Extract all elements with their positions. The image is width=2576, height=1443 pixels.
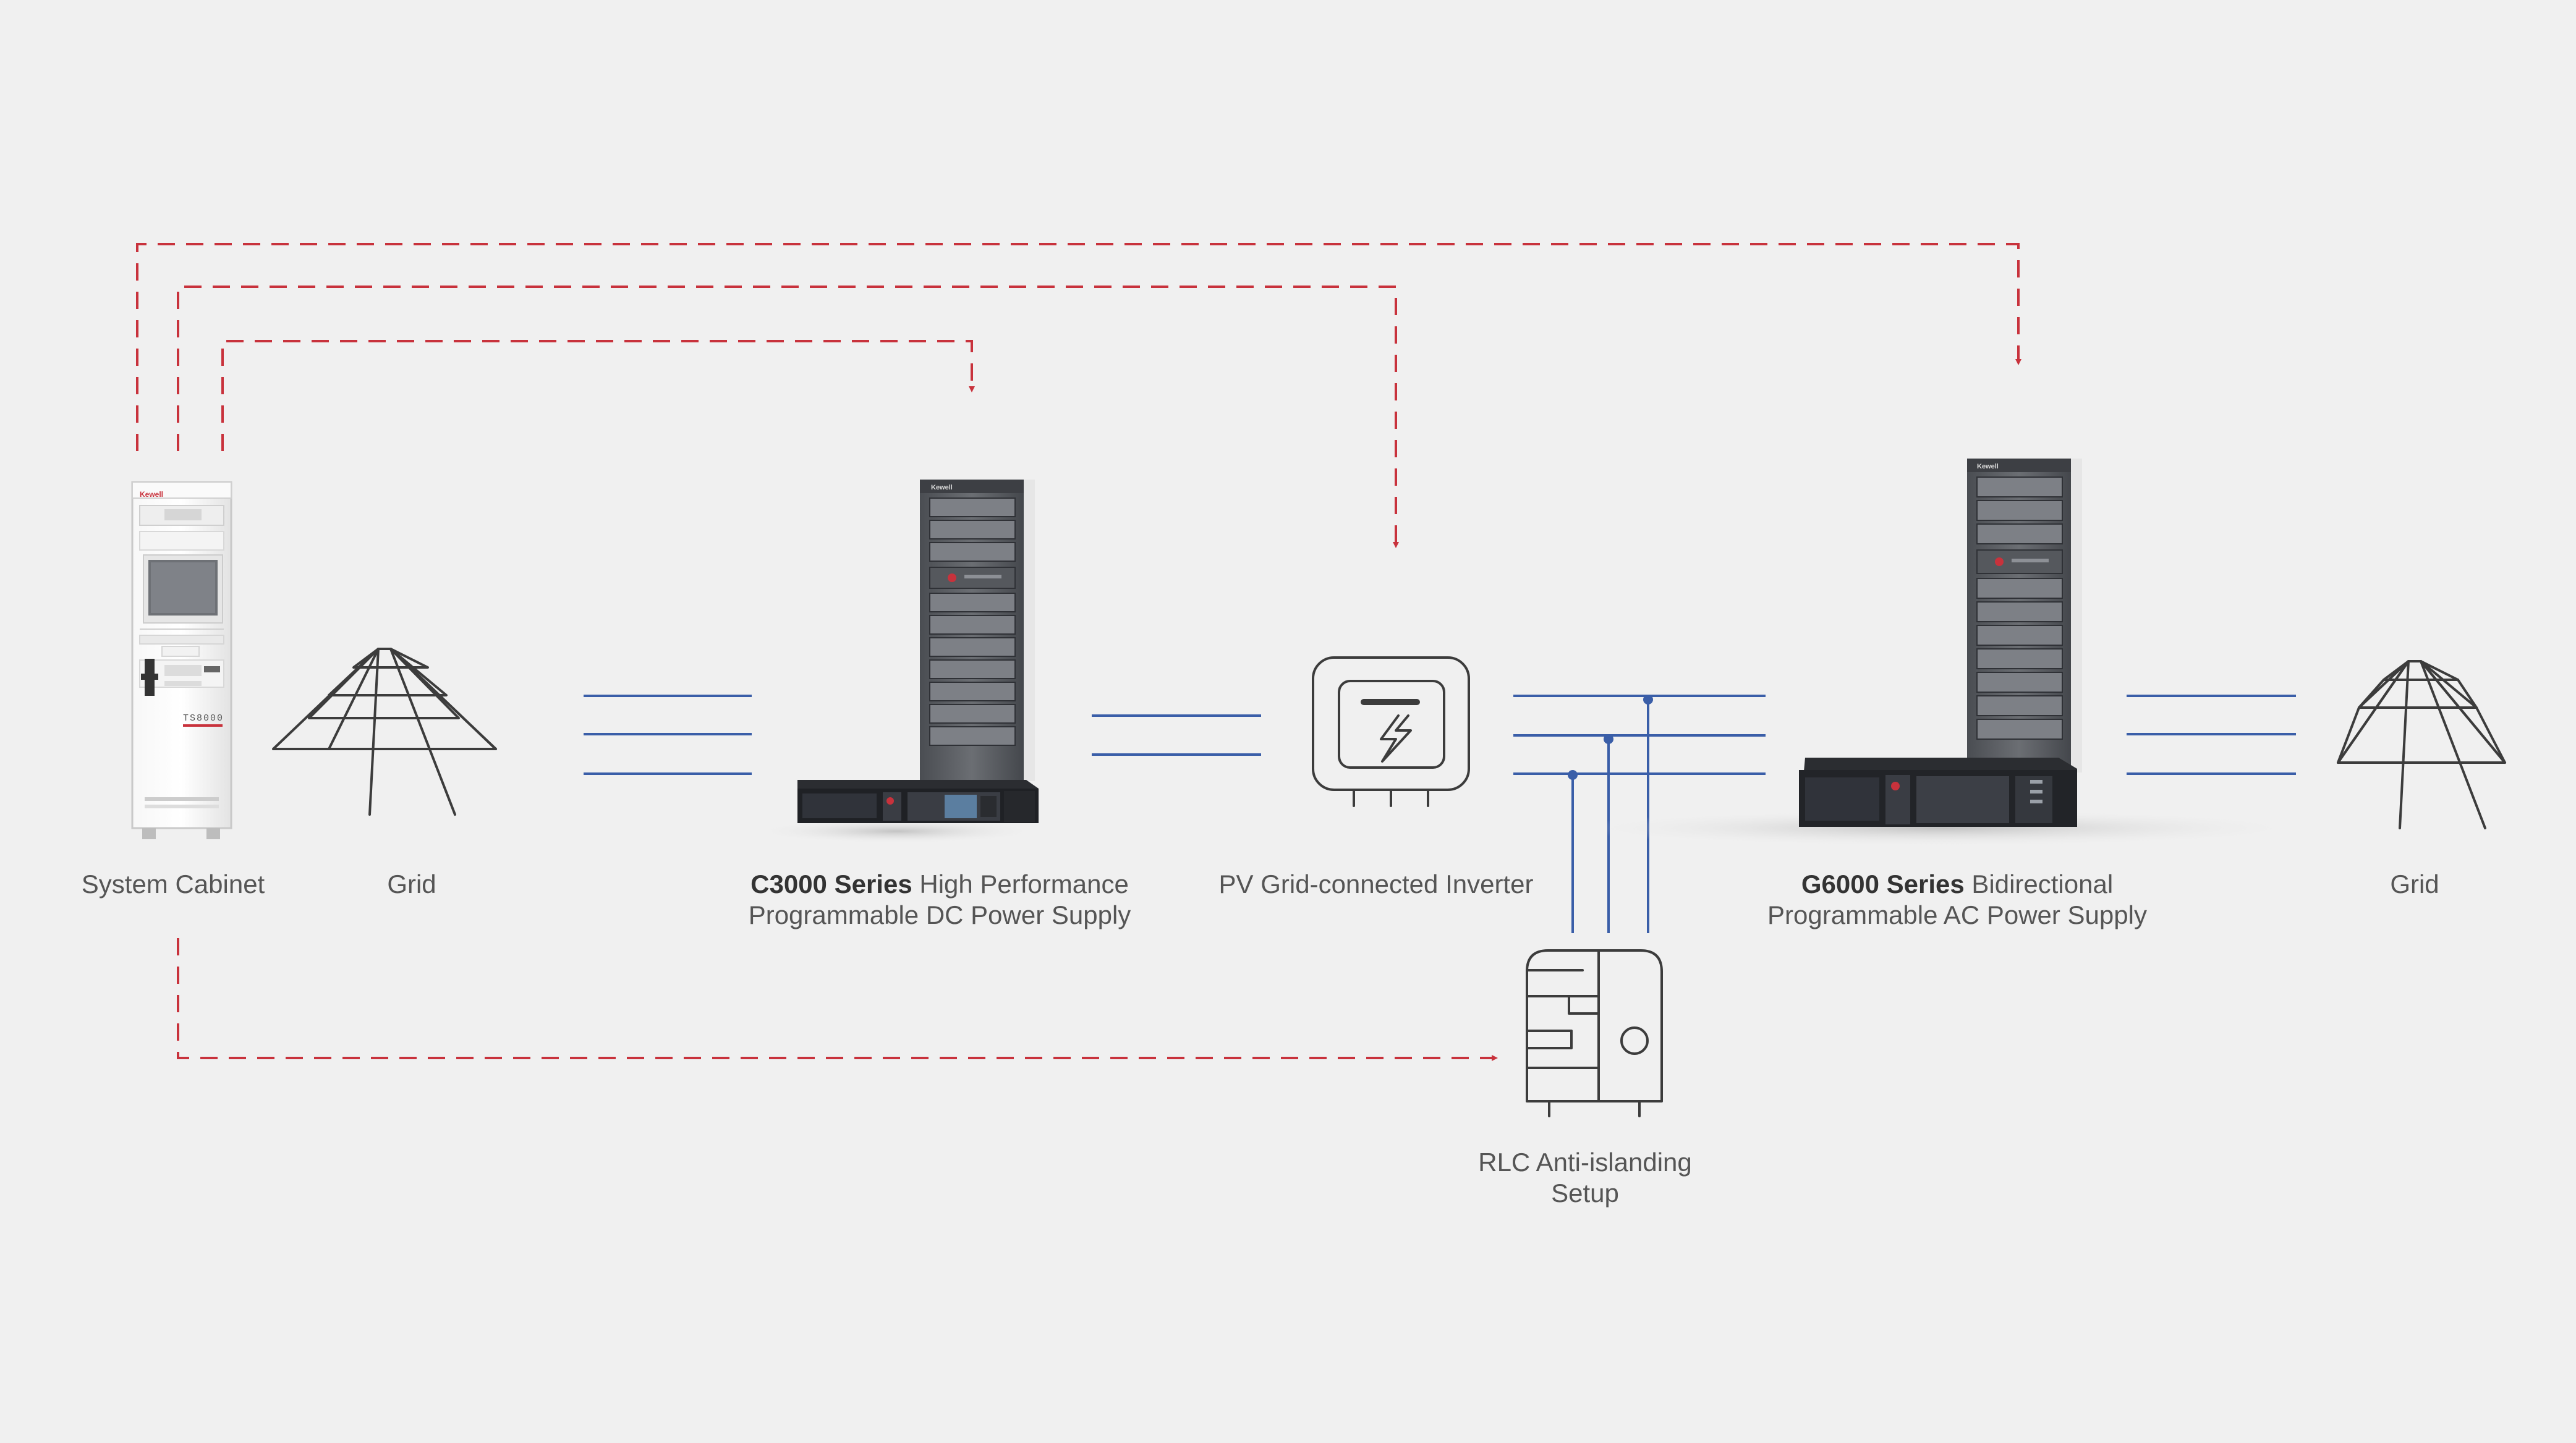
- label-grid-left: Grid: [387, 870, 436, 899]
- label-c3000-line2: Programmable DC Power Supply: [748, 900, 1131, 929]
- label-g6000: G6000 Series Bidirectional Programmable …: [1710, 869, 2204, 931]
- lightning-icon: [1380, 714, 1412, 763]
- label-grid-right: Grid: [2390, 870, 2439, 899]
- c3000-brand-logo: Kewell: [931, 484, 953, 491]
- label-c3000-series-name: C3000 Series: [750, 870, 912, 899]
- pv-inverter-icon: [1312, 656, 1470, 807]
- control-lines: [136, 243, 2021, 1061]
- label-g6000-line1-rest: Bidirectional: [1964, 870, 2114, 899]
- control-line-to-inverter: [177, 286, 1399, 548]
- label-rlc-line1: RLC Anti-islanding: [1478, 1148, 1692, 1177]
- system-cabinet: Kewell TS8000: [131, 481, 232, 839]
- label-rlc-line2: Setup: [1551, 1179, 1619, 1208]
- cabinet-brand-logo: Kewell: [140, 490, 163, 499]
- label-c3000-line1-rest: High Performance: [912, 870, 1129, 899]
- control-line-to-g6000: [136, 243, 2021, 451]
- control-line-to-rlc: [177, 938, 1498, 1061]
- junction-dots: [1568, 695, 1653, 780]
- rlc-load-icon: [1526, 949, 1663, 1117]
- label-rlc: RLC Anti-islanding Setup: [1400, 1147, 1770, 1209]
- c3000-power-supply: Kewell: [754, 480, 1039, 844]
- label-g6000-series-name: G6000 Series: [1801, 870, 1965, 899]
- cabinet-model-label: TS8000: [183, 713, 224, 724]
- label-pv-inverter: PV Grid-connected Inverter: [1218, 870, 1534, 899]
- label-g6000-line2: Programmable AC Power Supply: [1767, 900, 2147, 929]
- label-system-cabinet: System Cabinet: [81, 870, 265, 899]
- transmission-tower-icon: [2337, 660, 2506, 829]
- label-c3000-line1: C3000 Series High Performance: [692, 869, 1187, 900]
- g6000-power-supply: Kewell: [1570, 459, 2312, 847]
- power-lines: [584, 695, 2296, 933]
- control-line-to-c3000: [221, 340, 975, 451]
- g6000-brand-logo: Kewell: [1977, 463, 1999, 470]
- label-g6000-line1: G6000 Series Bidirectional: [1710, 869, 2204, 900]
- label-c3000: C3000 Series High Performance Programmab…: [692, 869, 1187, 931]
- transmission-tower-icon: [272, 648, 497, 816]
